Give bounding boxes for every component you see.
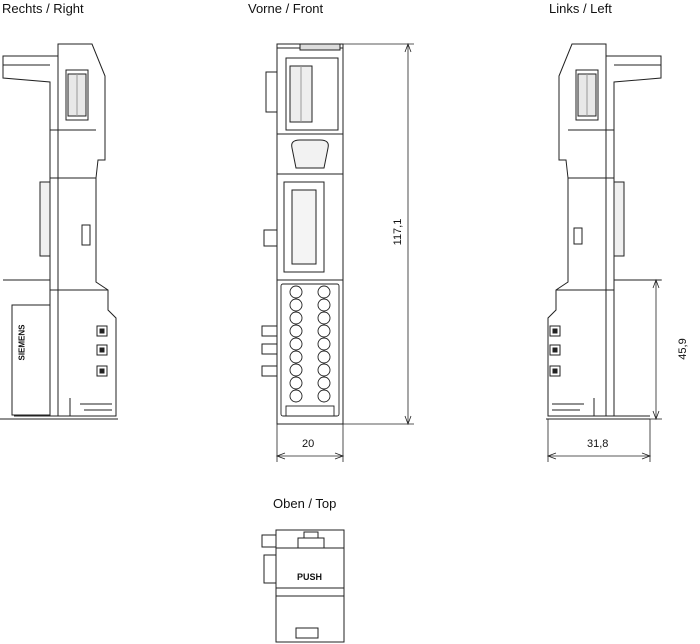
dimension-front-width: 20 [302,438,315,450]
front-terminal-block [280,283,340,417]
view-title-front: Vorne / Front [248,1,324,16]
view-title-top: Oben / Top [273,496,337,511]
view-title-left: Links / Left [549,1,612,16]
left-view-outline [546,43,662,420]
front-dimension-lines [275,42,414,462]
top-view-outline [261,529,345,643]
dimension-left-depth: 31,8 [587,438,609,450]
right-view-outline [0,43,118,420]
push-label: PUSH [297,572,323,582]
front-view-outline [263,43,344,425]
view-title-right: Rechts / Right [2,1,84,16]
left-dimension-lines [546,278,662,462]
front-side-clips [261,325,278,377]
